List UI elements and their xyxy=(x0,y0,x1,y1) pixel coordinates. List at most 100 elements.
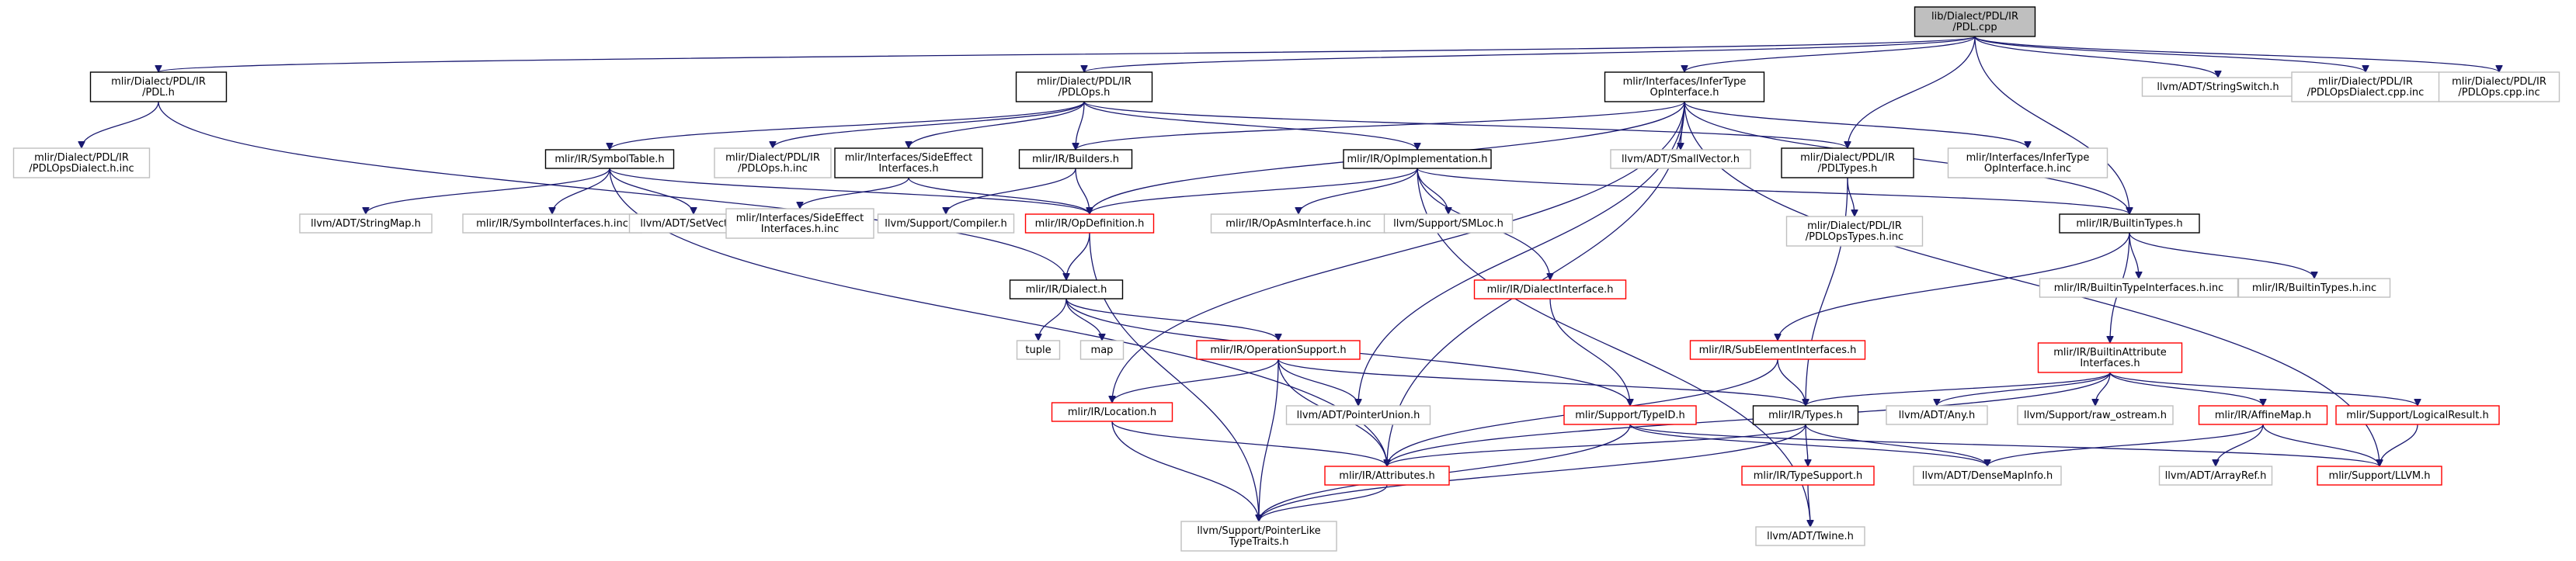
node-mlir-ir-operationsupport-h[interactable]: mlir/IR/OperationSupport.h xyxy=(1196,340,1361,360)
node-box xyxy=(1343,149,1492,169)
edge-infertype_h-to-infertype_h_inc xyxy=(1684,101,2028,149)
node-mlir-dialect-pdl-ir-pdlopstypes-h-inc: mlir/Dialect/PDL/IR/PDLOpsTypes.h.inc xyxy=(1785,216,1924,247)
node-mlir-interfaces-infertypeopinterface-h-inc: mlir/Interfaces/InferTypeOpInterface.h.i… xyxy=(1947,147,2108,178)
node-mlir-ir-opdefinition-h[interactable]: mlir/IR/OpDefinition.h xyxy=(1024,213,1155,234)
node-box xyxy=(1755,526,1865,546)
node-llvm-adt-densemapinfo-h: llvm/ADT/DenseMapInfo.h xyxy=(1913,466,2062,486)
node-label: mlir/IR/OperationSupport.h xyxy=(1210,345,1346,356)
node-lib-dialect-pdl-ir-pdl-cpp[interactable]: lib/Dialect/PDL/IR/PDL.cpp xyxy=(1914,6,2036,37)
node-box xyxy=(1009,279,1124,300)
edge-builtinattrif_h-to-any_h xyxy=(1937,372,2111,407)
node-mlir-support-llvm-h[interactable]: mlir/Support/LLVM.h xyxy=(2317,466,2442,486)
node-llvm-adt-any-h: llvm/ADT/Any.h xyxy=(1886,405,1988,425)
node-label: llvm/ADT/ArrayRef.h xyxy=(2165,470,2267,482)
node-mlir-ir-builders-h[interactable]: mlir/IR/Builders.h xyxy=(1018,149,1133,169)
node-label: mlir/Dialect/PDL/IR xyxy=(725,152,820,164)
node-llvm-adt-stringmap-h: llvm/ADT/StringMap.h xyxy=(299,213,433,234)
node-map: map xyxy=(1079,340,1125,360)
node-box xyxy=(2017,405,2174,425)
edge-dialect_h-to-map xyxy=(1066,298,1102,341)
node-mlir-dialect-pdl-ir-pdlopsdialect-cpp-inc: mlir/Dialect/PDL/IR/PDLOpsDialect.cpp.in… xyxy=(2291,71,2440,102)
node-label: mlir/IR/SymbolInterfaces.h.inc xyxy=(476,218,628,230)
node-mlir-ir-location-h[interactable]: mlir/IR/Location.h xyxy=(1051,402,1173,422)
node-box xyxy=(2237,278,2391,298)
node-label: mlir/Interfaces/InferType xyxy=(1966,152,2090,164)
node-box xyxy=(1886,405,1988,425)
node-mlir-ir-types-h[interactable]: mlir/IR/Types.h xyxy=(1752,405,1859,425)
node-mlir-ir-affinemap-h[interactable]: mlir/IR/AffineMap.h xyxy=(2198,405,2328,425)
node-box xyxy=(2039,278,2239,298)
node-label: mlir/Dialect/PDL/IR xyxy=(1800,152,1895,164)
edge-types_h-to-pointerlike xyxy=(1259,424,1806,522)
edge-pdltypes_h-to-types_h xyxy=(1806,177,1848,406)
edge-symboltable_h-to-stringmap xyxy=(366,168,610,215)
edge-root-to-pdlops_cpp_inc xyxy=(1974,36,2499,73)
node-label: lib/Dialect/PDL/IR xyxy=(1931,11,2018,23)
edge-types_h-to-typesupport_h xyxy=(1806,424,1808,466)
node-mlir-ir-symboltable-h[interactable]: mlir/IR/SymbolTable.h xyxy=(544,149,675,169)
node-mlir-dialect-pdl-ir-pdltypes-h[interactable]: mlir/Dialect/PDL/IR/PDLTypes.h xyxy=(1781,147,1914,178)
node-label: mlir/Interfaces/SideEffect xyxy=(845,152,973,164)
node-label: mlir/Dialect/PDL/IR xyxy=(2452,76,2546,88)
node-llvm-support-compiler-h: llvm/Support/Compiler.h xyxy=(877,213,1015,234)
node-box xyxy=(1947,147,2108,178)
node-box xyxy=(1210,213,1387,234)
node-mlir-ir-attributes-h[interactable]: mlir/IR/Attributes.h xyxy=(1324,466,1450,486)
edge-builtinattrif_h-to-raw_ostream xyxy=(2095,372,2111,407)
edge-symboltable_h-to-symbolinterfaces_inc xyxy=(552,168,610,215)
edge-opdef_h-to-pointerlike xyxy=(1089,232,1259,521)
node-mlir-ir-builtintypes-h[interactable]: mlir/IR/BuiltinTypes.h xyxy=(2059,213,2200,234)
node-mlir-ir-subelementinterfaces-h[interactable]: mlir/IR/SubElementInterfaces.h xyxy=(1689,340,1866,360)
edge-root-to-pdlopsdialect_cpp_inc xyxy=(1974,36,2366,73)
node-llvm-support-raw-ostream-h: llvm/Support/raw_ostream.h xyxy=(2017,405,2174,425)
edge-location_h-to-pointerlike xyxy=(1111,421,1259,521)
edge-pdltypes_h-to-pdlopstypes_inc xyxy=(1847,177,1855,216)
node-box xyxy=(1473,279,1627,300)
node-mlir-support-typeid-h[interactable]: mlir/Support/TypeID.h xyxy=(1563,405,1697,425)
node-box xyxy=(2291,71,2440,102)
node-mlir-ir-dialect-h[interactable]: mlir/IR/Dialect.h xyxy=(1009,279,1124,300)
edge-pdlops_h-to-sideeffect_h xyxy=(909,101,1085,149)
edge-builtinattrif_h-to-logicalresult_h xyxy=(2109,372,2418,407)
edge-opsupport_h-to-pointerlike xyxy=(1259,358,1279,521)
node-box xyxy=(1604,71,1765,102)
node-label: mlir/Dialect/PDL/IR xyxy=(111,76,206,88)
node-box xyxy=(1741,466,1875,486)
edge-opdef_h-to-dialect_h xyxy=(1066,232,1090,280)
node-mlir-ir-typesupport-h[interactable]: mlir/IR/TypeSupport.h xyxy=(1741,466,1875,486)
node-llvm-adt-pointerunion-h: llvm/ADT/PointerUnion.h xyxy=(1285,405,1431,425)
node-box xyxy=(1018,149,1133,169)
node-label: mlir/IR/OpDefinition.h xyxy=(1035,218,1145,230)
edge-symboltable_h-to-setvector xyxy=(609,168,694,215)
node-box xyxy=(725,208,874,239)
node-box xyxy=(1913,466,2062,486)
edge-pdl_h-to-pdlopsdialect_h_inc xyxy=(82,101,159,149)
edge-root-to-pdl_h xyxy=(158,36,1976,73)
node-mlir-ir-dialectinterface-h[interactable]: mlir/IR/DialectInterface.h xyxy=(1473,279,1627,300)
edge-affinemap_h-to-llvm_h xyxy=(2262,424,2380,467)
node-box xyxy=(1324,466,1450,486)
edge-pdlops_h-to-symboltable_h xyxy=(610,101,1085,151)
edge-sideeffect_h-to-opdef_h xyxy=(908,177,1090,215)
node-label: map xyxy=(1091,345,1114,356)
node-mlir-dialect-pdl-ir-pdl-h[interactable]: mlir/Dialect/PDL/IR/PDL.h xyxy=(89,71,228,102)
edge-typeid_h-to-densemapinfo xyxy=(1629,424,1987,467)
node-mlir-ir-symbolinterfaces-h-inc: mlir/IR/SymbolInterfaces.h.inc xyxy=(462,213,642,234)
node-box xyxy=(834,147,983,178)
node-label: llvm/ADT/SetVector.h xyxy=(640,218,746,230)
node-label: mlir/IR/OpImplementation.h xyxy=(1347,154,1488,165)
node-mlir-dialect-pdl-ir-pdlops-h[interactable]: mlir/Dialect/PDL/IR/PDLOps.h xyxy=(1015,71,1153,102)
node-mlir-support-logicalresult-h[interactable]: mlir/Support/LogicalResult.h xyxy=(2335,405,2500,425)
edge-root-to-pdltypes_h xyxy=(1848,36,1976,148)
node-mlir-ir-opimplementation-h[interactable]: mlir/IR/OpImplementation.h xyxy=(1343,149,1492,169)
edge-pdl_h-to-dialect_h xyxy=(158,101,1066,280)
node-label: mlir/IR/BuiltinTypeInterfaces.h.inc xyxy=(2054,282,2224,294)
edge-location_h-to-attributes_h xyxy=(1111,421,1387,467)
edge-root-to-pdlops_h xyxy=(1084,36,1976,73)
node-box xyxy=(1024,213,1155,234)
node-box xyxy=(2317,466,2442,486)
